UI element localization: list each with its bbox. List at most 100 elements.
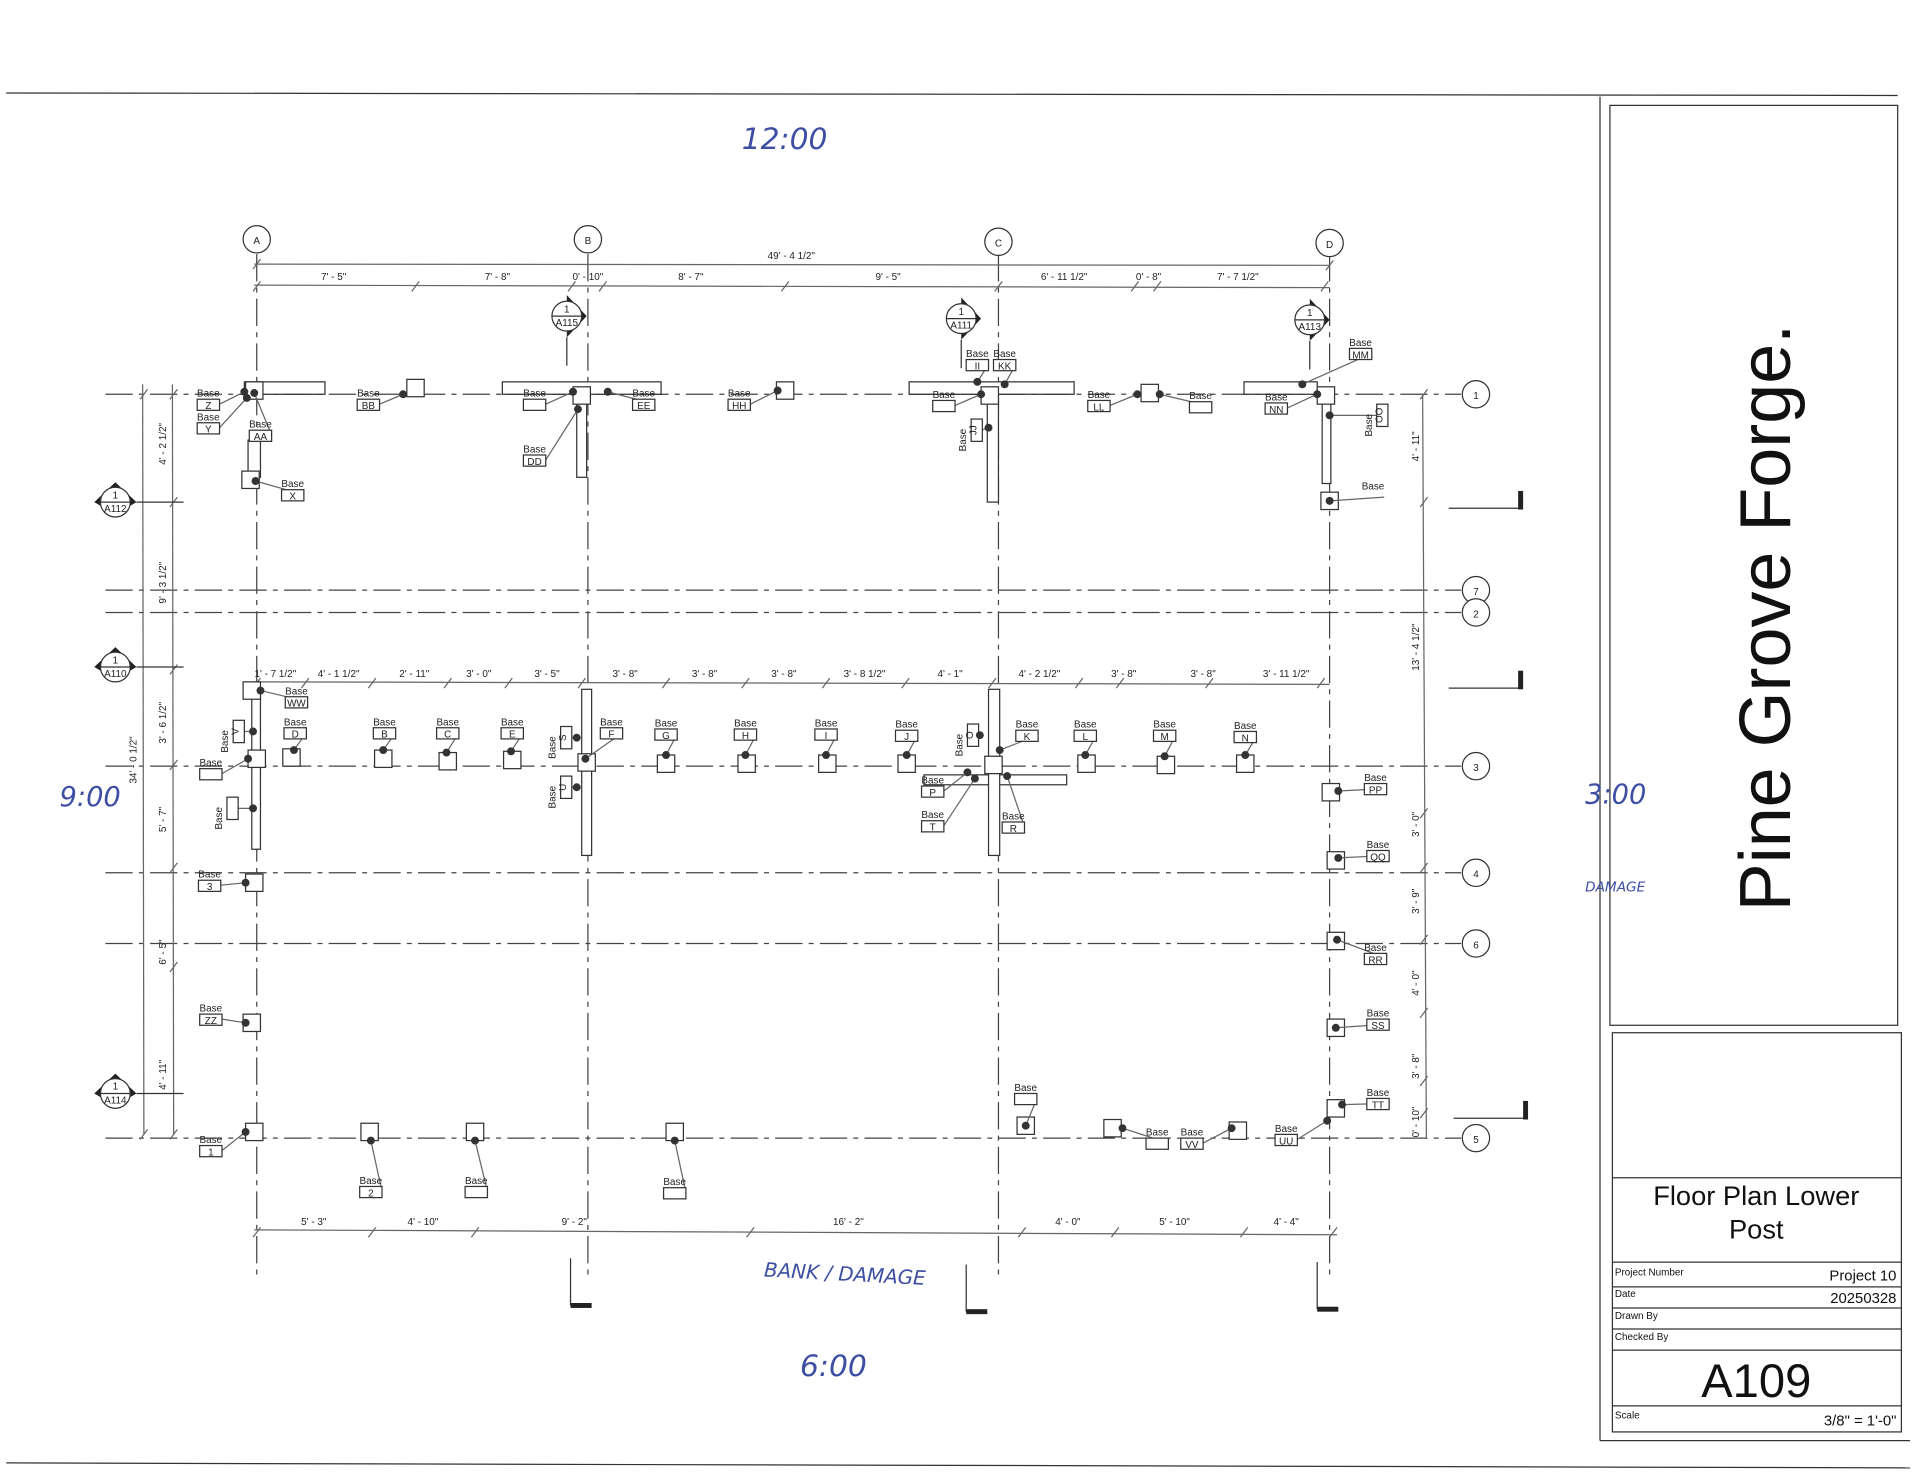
post[interactable] (1140, 383, 1160, 403)
project-number: Project 10 (1829, 1269, 1896, 1285)
post-tag[interactable]: Base (214, 796, 257, 830)
post[interactable] (406, 378, 425, 398)
section-marker-number: 1 (113, 655, 119, 666)
dimension-text: 4' - 2 1/2" (1018, 669, 1060, 680)
sheet-number: A109 (1701, 1354, 1811, 1407)
post-connection-dot (240, 387, 249, 396)
post-tag[interactable]: Base (1325, 482, 1385, 505)
post-tag[interactable]: Base (1013, 1083, 1038, 1130)
post-tag-box (232, 719, 245, 744)
post-tag-label: Base (921, 776, 944, 787)
post-tag-box (199, 768, 223, 781)
post-tag-label: Base (1016, 720, 1039, 731)
grid-bubble-column (1315, 228, 1344, 258)
post-tag-label: Base (1364, 943, 1387, 954)
post-tag[interactable]: Base (464, 1136, 489, 1199)
post-tag-label: Base (373, 717, 396, 728)
dimension-text: 4' - 0" (1055, 1217, 1081, 1228)
post-tag-label: Base (1364, 773, 1387, 784)
post-tag[interactable]: Base (1155, 390, 1213, 414)
post-tag-box (727, 398, 752, 411)
post-tag-box (199, 1144, 223, 1158)
post-tag-box (992, 358, 1017, 372)
post-tag[interactable]: Base (932, 390, 986, 413)
post-tag-label: Base (548, 785, 559, 808)
post-connection-dot (241, 878, 250, 887)
note-3-00: 3:00 (1585, 779, 1646, 810)
post-tag[interactable]: Base (662, 1136, 687, 1200)
post-tag-box (920, 785, 945, 798)
post-tag-box (970, 418, 983, 442)
dimension-text: 3' - 8" (612, 669, 638, 680)
grid-bubble-row (1461, 598, 1491, 627)
post-tag-box (1073, 729, 1098, 742)
post-tag[interactable]: Base (522, 387, 577, 411)
post[interactable] (984, 755, 1003, 775)
post-tag-id: X (289, 492, 296, 503)
post-tag[interactable]: Base (1118, 1124, 1169, 1150)
post-tag[interactable]: Base (199, 754, 253, 781)
post-tag-label: Base (465, 1176, 488, 1187)
dimension-text: 6' - 5" (158, 939, 169, 965)
dimension-text: 9' - 5" (875, 272, 901, 283)
post-tag-box (1366, 849, 1390, 863)
grid-label-row: 3 (1473, 763, 1479, 774)
drawn-by-label: Drawn By (1615, 1311, 1658, 1322)
post-tag-id: H (742, 731, 749, 742)
post-connection-dot (984, 423, 993, 432)
